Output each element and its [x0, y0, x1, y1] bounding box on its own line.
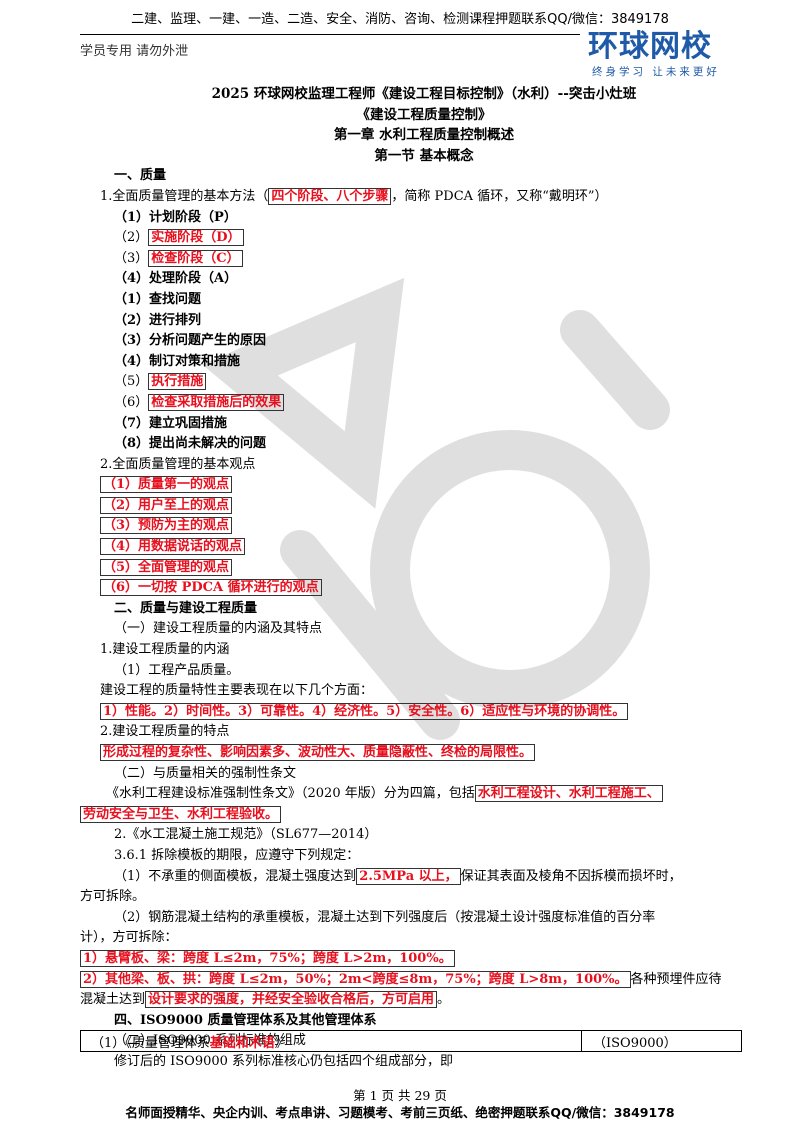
subheading: 2.建设工程质量的特点 — [100, 724, 230, 740]
heading-iso9000: 四、ISO9000 质量管理体系及其他管理体系 — [114, 1012, 377, 1028]
step-item: （1）查找问题 — [114, 291, 202, 307]
standard-line: 《水利工程建设标准强制性条文》（2020 年版）分为四篇，包括水利工程设计、水利… — [106, 784, 734, 805]
table-cell: （ISO9000） — [593, 1036, 677, 1051]
quality-properties: 1）性能。2）时间性。3）可靠性。4）经济性。5）安全性。6）适应性与环境的协调… — [100, 702, 629, 720]
stage-item: （3）检查阶段（C） — [114, 249, 734, 270]
step-item: （8）提出尚未解决的问题 — [114, 436, 267, 452]
highlight-box: 2.5MPa 以上， — [356, 867, 461, 885]
stage-item: （1）计划阶段（P） — [114, 209, 237, 225]
view-item: （1）质量第一的观点 — [100, 476, 233, 494]
paragraph: 计），方可拆除： — [80, 930, 178, 946]
step-item: （3）分析问题产生的原因 — [114, 333, 267, 349]
highlight-box: 设计要求的强度，并经安全验收合格后，方可启用 — [145, 991, 438, 1009]
step-item: （5）执行措施 — [114, 372, 734, 393]
subheading: （二）ISO9000 系列标准的组成 — [114, 1033, 306, 1049]
footer-banner: 名师面授精华、央企内训、考点串讲、习题模考、考前三页纸、绝密押题联系QQ/微信：… — [125, 1105, 675, 1120]
paragraph: 修订后的 ISO9000 系列标准核心仍包括四个组成部分，即 — [114, 1053, 454, 1069]
doc-title: 2025 环球网校监理工程师《建设工程目标控制》（水利）--突击小灶班 — [211, 86, 637, 102]
doc-subtitle: 《建设工程质量控制》 — [356, 106, 492, 123]
header-divider — [80, 34, 580, 35]
step-item: （4）制订对策和措施 — [114, 353, 241, 369]
q2-line: 2.全面质量管理的基本观点 — [100, 456, 256, 472]
heading-construction-quality: 二、质量与建设工程质量 — [114, 600, 258, 616]
stage-item: （2）实施阶段（D） — [114, 228, 734, 249]
logo-slogan: 终身学习 让未来更好 — [592, 66, 720, 78]
highlight-box: 2）其他梁、板、拱：跨度 L≤2m，50%；2m<跨度≤8m，75%；跨度 L>… — [80, 970, 631, 988]
table-divider — [581, 1031, 582, 1051]
step-item: （6）检查采取措施后的效果 — [114, 393, 734, 414]
heading-quality: 一、质量 — [114, 168, 167, 184]
iso-table-row: （1）《质量管理体系基础和术语》 （ISO9000） — [80, 1030, 742, 1052]
highlight-box: 四个阶段、八个步骤 — [268, 187, 392, 205]
paragraph: 3.6.1 拆除模板的期限，应遵守下列规定： — [114, 847, 360, 863]
highlight-box: 实施阶段（D） — [148, 229, 244, 247]
brand-logo: 环球网校 终身学习 让未来更好 — [588, 30, 738, 82]
highlight-box: 1）悬臂板、梁：跨度 L≤2m，75%；跨度 L>2m，100%。 — [80, 949, 455, 967]
chapter-heading: 第一章 水利工程质量控制概述 — [333, 127, 515, 144]
page-number: 第 1 页 共 29 页 — [353, 1088, 447, 1103]
step-item: （7）建立巩固措施 — [114, 415, 228, 431]
highlight-box: 执行措施 — [148, 373, 207, 391]
confidential-note: 学员专用 请勿外泄 — [80, 44, 189, 59]
stage-item: （4）处理阶段（A） — [114, 271, 238, 287]
subheading: （二）与质量相关的强制性条文 — [114, 765, 297, 781]
formwork-rule-2b: 2）其他梁、板、拱：跨度 L≤2m，50%；2m<跨度≤8m，75%；跨度 L>… — [80, 970, 734, 991]
step-item: （2）进行排列 — [114, 312, 202, 328]
formwork-rule-2c: 混凝土达到设计要求的强度，并经安全验收合格后，方可启用。 — [80, 991, 451, 1009]
paragraph: 方可拆除。 — [80, 889, 146, 905]
view-item: （3）预防为主的观点 — [100, 517, 233, 535]
subheading: 1.建设工程质量的内涵 — [100, 642, 230, 658]
paragraph: （1）工程产品质量。 — [114, 662, 240, 678]
logo-text: 环球网校 — [588, 29, 712, 64]
paragraph: 建设工程的质量特性主要表现在以下几个方面： — [100, 683, 374, 699]
paragraph: 2.《水工混凝土施工规范》（SL677—2014） — [114, 827, 378, 843]
document-body: 2025 环球网校监理工程师《建设工程目标控制》（水利）--突击小灶班 《建设工… — [80, 84, 734, 1073]
view-item: （6）一切按 PDCA 循环进行的观点 — [100, 579, 322, 597]
highlight-box: 劳动安全与卫生、水利工程验收。 — [80, 805, 282, 823]
view-item: （4）用数据说话的观点 — [100, 538, 246, 556]
top-banner: 二建、监理、一建、一造、二造、安全、消防、咨询、检测课程押题联系QQ/微信：38… — [131, 12, 669, 27]
table-cell: （1）《质量管理体系基础和术语》 — [91, 1036, 288, 1051]
highlight-box: 检查采取措施后的效果 — [148, 393, 285, 411]
view-item: （2）用户至上的观点 — [100, 496, 233, 514]
subheading: （一）建设工程质量的内涵及其特点 — [114, 621, 323, 637]
highlight-box: 检查阶段（C） — [148, 249, 243, 267]
quality-features: 形成过程的复杂性、影响因素多、波动性大、质量隐蔽性、终检的局限性。 — [100, 744, 536, 761]
q1-line: 1.全面质量管理的基本方法（四个阶段、八个步骤，简称 PDCA 循环，又称“戴明… — [100, 187, 608, 205]
section-heading: 第一节 基本概念 — [374, 147, 474, 164]
highlight-box: 水利工程设计、水利工程施工、 — [474, 785, 663, 803]
paragraph: （2）钢筋混凝土结构的承重模板，混凝土达到下列强度后（按混凝土设计强度标准值的百… — [114, 909, 656, 925]
view-item: （5）全面管理的观点 — [100, 558, 233, 576]
